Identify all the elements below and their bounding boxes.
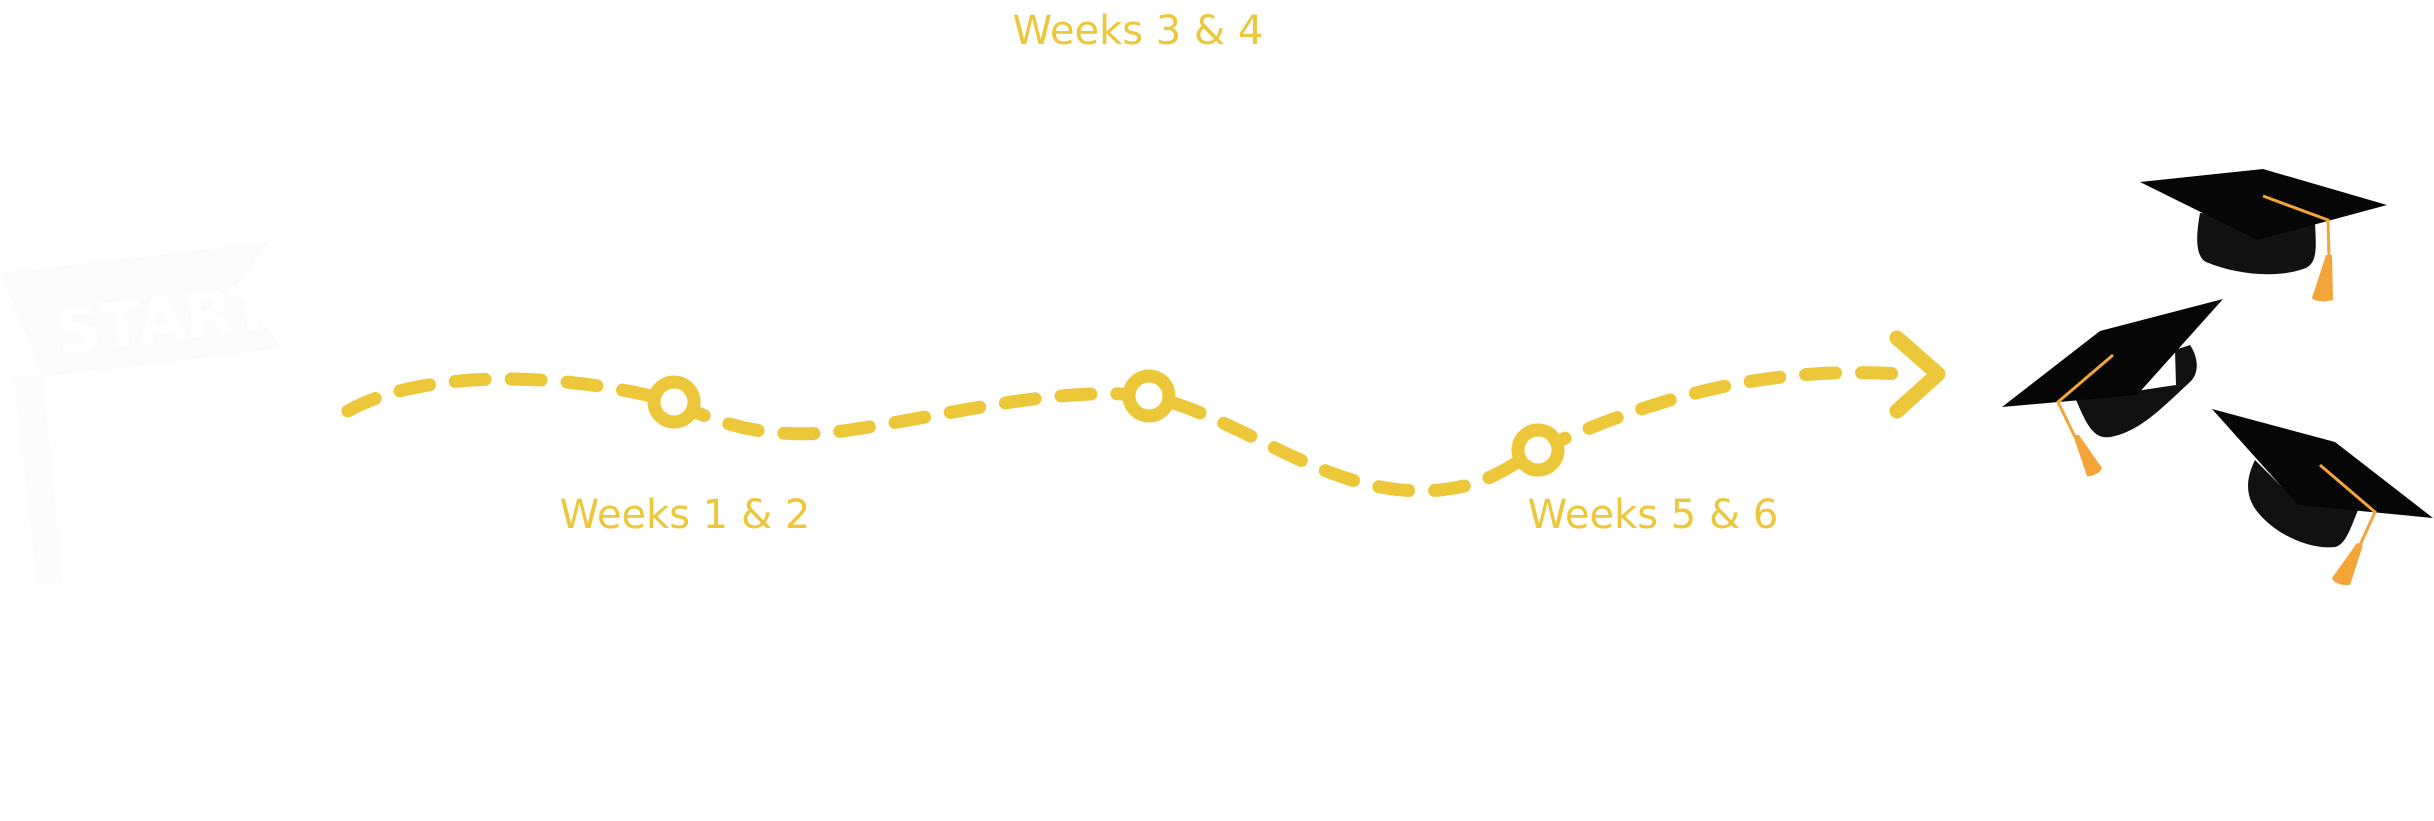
flag-pole (13, 373, 63, 585)
milestone-marker-1 (647, 375, 701, 429)
milestone-label-weeks-3-4: Weeks 3 & 4 (1012, 8, 1264, 54)
milestone-label-weeks-1-2: Weeks 1 & 2 (559, 492, 811, 538)
start-flag: START (0, 242, 283, 585)
milestone-marker-3 (1511, 423, 1565, 477)
milestone-label-weeks-5-6: Weeks 5 & 6 (1527, 492, 1779, 538)
graduation-cap-icon (2002, 299, 2223, 477)
graduation-cap-icon (2212, 409, 2433, 586)
arrow-head-icon (1889, 330, 1946, 419)
graduation-cap-icon (2140, 169, 2387, 302)
flag-banner (0, 242, 283, 377)
milestone-marker-2 (1122, 369, 1176, 423)
